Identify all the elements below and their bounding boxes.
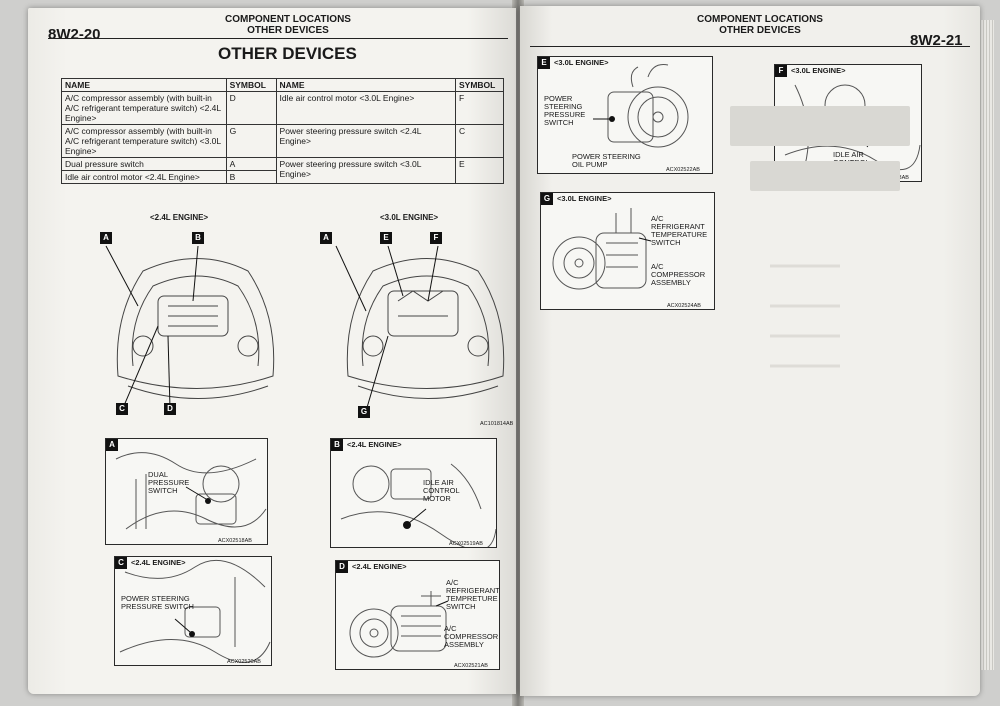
ac-compressor-label: A/C COMPRESSOR ASSEMBLY [651,262,706,287]
figure-a-code: ACX02518AB [218,538,252,544]
bleed-through-background [730,106,910,368]
overview-figure-code: AC101814AB [480,421,514,427]
section-title: OTHER DEVICES [218,44,357,63]
header-line-2: OTHER DEVICES [247,25,329,36]
figure-d: D <2.4L ENGINE> A/C REFRIGERANT TEMPRETU… [335,560,500,670]
figure-g: G <3.0L ENGINE> A/C REFRIGERANT TEMPERAT… [540,192,715,310]
running-header: COMPONENT LOCATIONS OTHER DEVICES [198,14,378,36]
callout-c: C [116,403,128,415]
table-cell: A/C compressor assembly (with built-in A… [61,91,227,125]
ac-refrigerant-switch-label: A/C REFRIGERANT TEMPERATURE SWITCH [651,214,708,247]
header-line-1: COMPONENT LOCATIONS [225,14,351,25]
header-rule [530,46,970,47]
figure-e-code: ACX02522AB [666,167,700,173]
table-cell: B [225,170,277,184]
table-cell: Power steering pressure switch <3.0L Eng… [275,157,456,184]
left-page: 8W2-20 COMPONENT LOCATIONS OTHER DEVICES… [28,8,516,694]
figure-g-letter: G [541,193,553,205]
engine-30-heading: <3.0L ENGINE> [380,213,439,222]
header-rule [48,38,508,39]
dual-pressure-switch-label: DUAL PRESSURE SWITCH [148,470,190,495]
running-header: COMPONENT LOCATIONS OTHER DEVICES [670,14,850,36]
figure-e-drawing [593,64,689,148]
table-cell: D [225,91,277,125]
callout-e: E [380,232,392,244]
col-header-name-2: NAME [275,78,456,92]
table-row: Idle air control motor <2.4L Engine> B [61,170,504,184]
callout-f: F [430,232,442,244]
figure-b-title: <2.4L ENGINE> [347,440,402,449]
figure-g-title: <3.0L ENGINE> [557,194,612,203]
figure-f-title: <3.0L ENGINE> [791,66,846,75]
figure-b-letter: B [331,439,343,451]
figure-e-letter: E [538,57,550,69]
figure-g-drawing [552,208,652,290]
table-cell: Idle air control motor <3.0L Engine> [275,91,456,125]
figure-a-drawing [115,452,267,530]
figure-d-drawing [349,591,449,658]
figure-e-title: <3.0L ENGINE> [554,58,609,67]
idle-air-control-motor-label: IDLE AIR CONTROL MOTOR [423,478,460,503]
page-number: 8W2-20 [48,26,101,43]
col-header-symbol: SYMBOL [225,78,277,92]
power-steering-pressure-switch-label: POWER STEERING PRESSURE SWITCH [121,594,194,611]
table-row: A/C compressor assembly (with built-in A… [61,124,505,158]
table-cell: A [225,157,277,171]
engine-24-heading: <2.4L ENGINE> [150,213,209,222]
table-cell: E [454,157,505,184]
ac-refrigerant-switch-label: A/C REFRIGERANT TEMPRETURE SWITCH [446,578,500,611]
header-line-2: OTHER DEVICES [719,25,801,36]
figure-a-letter: A [106,439,118,451]
figure-d-letter: D [336,561,348,573]
table-cell: Dual pressure switch [61,157,227,171]
power-steering-pressure-switch-label: POWER STEERING PRESSURE SWITCH [544,94,586,127]
figure-c: C <2.4L ENGINE> POWER STEERING PRESSURE … [114,556,272,666]
table-cell: F [454,91,505,125]
callout-a-30: A [320,232,332,244]
right-page: COMPONENT LOCATIONS OTHER DEVICES 8W2-21… [520,6,980,696]
figure-b-code: ACX02519AB [449,541,483,547]
figure-c-title: <2.4L ENGINE> [131,558,186,567]
ac-compressor-label: A/C COMPRESSOR ASSEMBLY [444,624,499,649]
figure-g-code: ACX02524AB [667,303,701,309]
col-header-symbol-2: SYMBOL [454,78,505,92]
figure-c-drawing [119,559,271,663]
col-header-name: NAME [61,78,227,92]
figure-b: B <2.4L ENGINE> IDLE AIR CONTROL MOTOR A… [330,438,497,548]
table-row: Dual pressure switch A Power steering pr… [61,157,505,184]
devices-table: NAME SYMBOL NAME SYMBOL A/C compressor a… [61,78,505,184]
figure-f-letter: F [775,65,787,77]
figure-c-code: ACX02520AB [227,659,261,665]
callout-b: B [192,232,204,244]
engine-bay-overview-drawing [105,245,505,412]
figure-a: A DUAL PRESSURE SWITCH ACX02518AB [105,438,268,545]
figure-d-code: ACX02521AB [454,663,488,669]
figure-d-title: <2.4L ENGINE> [352,562,407,571]
callout-g: G [358,406,370,418]
table-cell: G [225,124,277,158]
callout-d: D [164,403,176,415]
table-row: A/C compressor assembly (with built-in A… [61,91,505,125]
table-cell: Idle air control motor <2.4L Engine> [61,170,227,184]
table-header-row: NAME SYMBOL NAME SYMBOL [61,78,505,92]
figure-e: E <3.0L ENGINE> POWER STEERING PRESSURE … [537,56,713,174]
callout-a: A [100,232,112,244]
table-cell: A/C compressor assembly (with built-in A… [61,124,227,158]
power-steering-oil-pump-label: POWER STEERING OIL PUMP [572,152,641,169]
figure-b-drawing [340,463,496,547]
page-number: 8W2-21 [910,32,963,49]
table-cell: C [454,124,505,158]
figure-c-letter: C [115,557,127,569]
header-line-1: COMPONENT LOCATIONS [697,14,823,25]
page-edges [978,20,994,670]
table-cell: Power steering pressure switch <2.4L Eng… [275,124,456,158]
